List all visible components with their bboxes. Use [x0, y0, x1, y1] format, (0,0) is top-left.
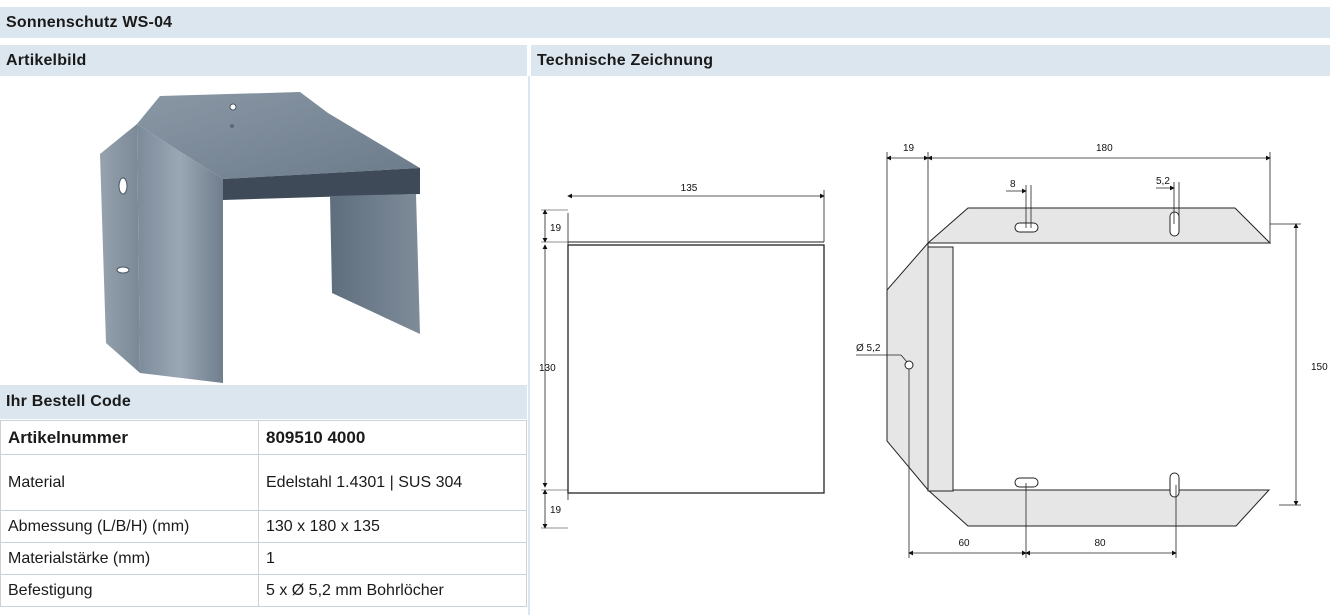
side-view [541, 190, 825, 529]
spec-value: 130 x 180 x 135 [258, 510, 527, 543]
spec-value: 1 [258, 542, 527, 575]
flat-pattern [886, 207, 1272, 527]
technical-drawing: 135 19 130 19 19 180 8 5,2 Ø [539, 143, 1328, 558]
column-divider [528, 76, 530, 615]
dim-side-middle: 130 [539, 363, 556, 374]
spec-table: Artikelnummer 809510 4000 Material Edels… [0, 420, 527, 607]
spec-label: Material [0, 454, 259, 511]
dim-offset: 60 [958, 538, 970, 549]
spec-value: 5 x Ø 5,2 mm Bohrlöcher [258, 574, 527, 607]
dim-slot-a: 8 [1010, 179, 1016, 190]
dim-side-top: 19 [550, 223, 562, 234]
product-image [100, 92, 420, 383]
table-row: Befestigung 5 x Ø 5,2 mm Bohrlöcher [0, 574, 527, 607]
spec-value: 809510 4000 [258, 420, 527, 455]
dim-side-bottom: 19 [550, 505, 562, 516]
table-row: Materialstärke (mm) 1 [0, 542, 527, 575]
dim-slot-b: 5,2 [1156, 176, 1170, 187]
table-row: Artikelnummer 809510 4000 [0, 420, 527, 455]
section-header-product-image: Artikelbild [0, 45, 527, 76]
dim-length: 180 [1096, 143, 1113, 154]
flat-dimensions [856, 152, 1301, 558]
table-row: Material Edelstahl 1.4301 | SUS 304 [0, 454, 527, 511]
dim-flap: 19 [903, 143, 915, 154]
section-header-technical-drawing: Technische Zeichnung [531, 45, 1330, 76]
dim-hole: Ø 5,2 [856, 343, 881, 354]
spec-label: Befestigung [0, 574, 259, 607]
dim-side-width: 135 [681, 183, 698, 194]
spec-value: Edelstahl 1.4301 | SUS 304 [258, 454, 527, 511]
spec-label: Materialstärke (mm) [0, 542, 259, 575]
dim-height: 150 [1311, 362, 1328, 373]
dim-spacing: 80 [1094, 538, 1106, 549]
order-code-header: Ihr Bestell Code [0, 385, 527, 419]
spec-label: Artikelnummer [0, 420, 259, 455]
page-title: Sonnenschutz WS-04 [0, 7, 1330, 38]
sunshade-part [100, 92, 420, 383]
table-row: Abmessung (L/B/H) (mm) 130 x 180 x 135 [0, 510, 527, 543]
spec-label: Abmessung (L/B/H) (mm) [0, 510, 259, 543]
